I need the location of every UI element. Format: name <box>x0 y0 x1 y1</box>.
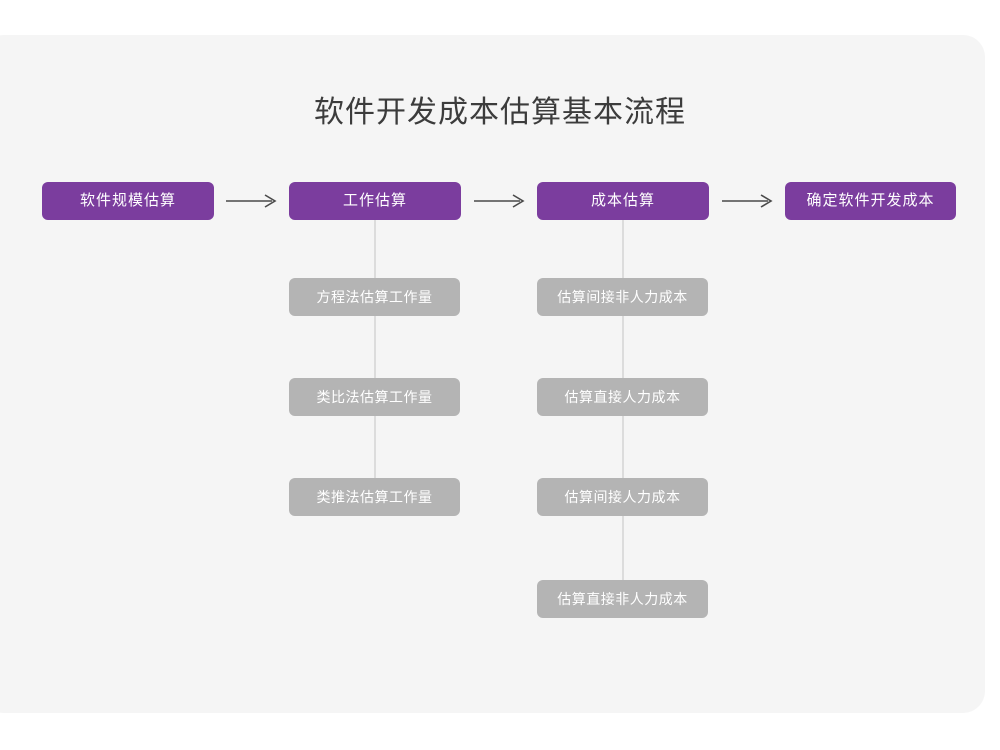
stage-node-determine-development-cost[interactable]: 确定软件开发成本 <box>785 182 956 220</box>
substep-node-inference-method-effort[interactable]: 类推法估算工作量 <box>289 478 460 516</box>
substep-node-equation-method-effort[interactable]: 方程法估算工作量 <box>289 278 460 316</box>
substep-node-indirect-nonlabor-cost[interactable]: 估算间接非人力成本 <box>537 278 708 316</box>
diagram-card <box>0 35 985 713</box>
stage-node-software-scale-estimation[interactable]: 软件规模估算 <box>42 182 214 220</box>
connector-line-effort-branch <box>374 220 376 480</box>
arrow-right-icon <box>225 193 279 209</box>
stage-node-effort-estimation[interactable]: 工作估算 <box>289 182 461 220</box>
substep-node-direct-nonlabor-cost[interactable]: 估算直接非人力成本 <box>537 580 708 618</box>
arrow-right-icon <box>473 193 527 209</box>
page-title: 软件开发成本估算基本流程 <box>314 96 686 129</box>
substep-node-analogy-method-effort[interactable]: 类比法估算工作量 <box>289 378 460 416</box>
substep-node-indirect-labor-cost[interactable]: 估算间接人力成本 <box>537 478 708 516</box>
arrow-right-icon <box>721 193 775 209</box>
substep-node-direct-labor-cost[interactable]: 估算直接人力成本 <box>537 378 708 416</box>
stage-node-cost-estimation[interactable]: 成本估算 <box>537 182 709 220</box>
